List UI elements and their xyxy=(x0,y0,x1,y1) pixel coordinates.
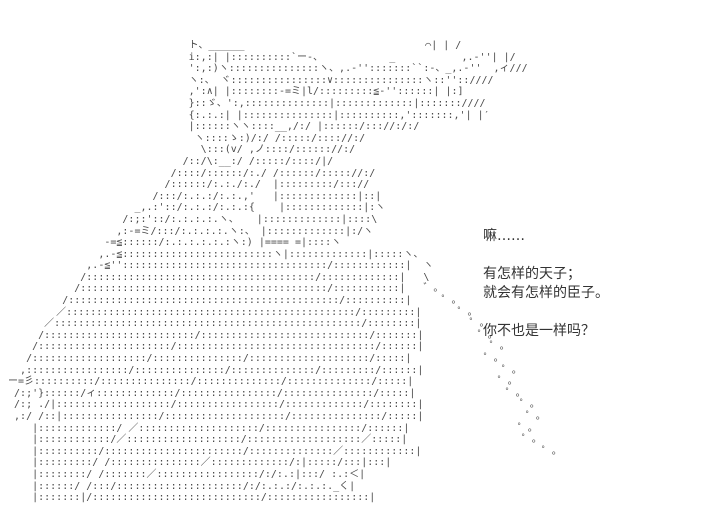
dialogue-text: 嘛…… 有怎样的天子； 就会有怎样的臣子。 你不也是一样吗？ xyxy=(483,228,609,339)
character-ascii-art: ト、______ ⌒| | / i:,:| |::::::::::`ー-、 _ … xyxy=(8,40,562,504)
